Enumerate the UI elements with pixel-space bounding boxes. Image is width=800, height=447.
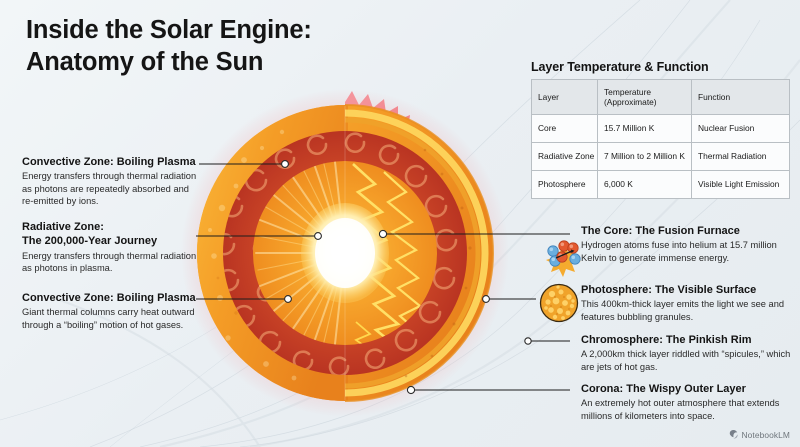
- cell-layer: Radiative Zone: [531, 142, 598, 171]
- page-title-line2: Anatomy of the Sun: [26, 48, 264, 77]
- callout-body: An extremely hot outer atmosphere that e…: [581, 398, 780, 421]
- table-header-temperature-sub: (Approximate): [604, 97, 657, 107]
- table-header-layer: Layer: [531, 79, 598, 115]
- table-header-row: Layer Temperature (Approximate) Function: [531, 79, 790, 115]
- callout-title: Chromosphere: The Pinkish Rim: [581, 334, 752, 346]
- callout-title: Convective Zone: Boiling Plasma: [22, 156, 196, 168]
- table-header-temperature: Temperature (Approximate): [597, 79, 692, 115]
- callout-convective-zone-top: Convective Zone: Boiling Plasma Energy t…: [22, 155, 202, 207]
- cell-temperature: 6,000 K: [597, 170, 692, 199]
- sun-cutaway-diagram: [170, 88, 520, 418]
- callout-body: A 2,000km thick layer riddled with “spic…: [581, 349, 791, 372]
- callout-body: Energy transfers through thermal radiati…: [22, 171, 197, 206]
- page-title-line1: Inside the Solar Engine:: [26, 16, 312, 44]
- cell-function: Thermal Radiation: [691, 142, 790, 171]
- callout-title: Convective Zone: Boiling Plasma: [22, 292, 196, 304]
- granule-sphere-icon: [539, 283, 579, 323]
- table-header-function: Function: [691, 79, 790, 115]
- callout-convective-zone-bottom: Convective Zone: Boiling Plasma Giant th…: [22, 291, 202, 331]
- table-row: Photosphere 6,000 K Visible Light Emissi…: [531, 170, 790, 199]
- callout-core: The Core: The Fusion Furnace Hydrogen at…: [581, 224, 796, 264]
- callout-title: Radiative Zone:: [22, 221, 104, 233]
- callout-body: Energy transfers through thermal radiati…: [22, 250, 197, 273]
- callout-radiative-zone: Radiative Zone: The 200,000-Year Journey…: [22, 220, 202, 274]
- table-heading: Layer Temperature & Function: [531, 60, 709, 74]
- fusion-icon: [546, 240, 581, 277]
- callout-corona: Corona: The Wispy Outer Layer An extreme…: [581, 382, 796, 422]
- watermark-label: NotebookLM: [741, 429, 790, 440]
- callout-title: The Core: The Fusion Furnace: [581, 225, 740, 237]
- callout-chromosphere: Chromosphere: The Pinkish Rim A 2,000km …: [581, 333, 796, 373]
- cell-temperature: 15.7 Million K: [597, 114, 692, 143]
- callout-body: This 400km-thick layer emits the light w…: [581, 299, 785, 322]
- page-title: Inside the Solar Engine: Anatomy of the …: [26, 14, 486, 79]
- table-row: Core 15.7 Million K Nuclear Fusion: [531, 114, 790, 143]
- cell-layer: Photosphere: [531, 170, 598, 199]
- layer-temperature-table: Layer Temperature (Approximate) Function…: [531, 79, 790, 199]
- callout-photosphere: Photosphere: The Visible Surface This 40…: [581, 283, 796, 323]
- callout-title: Photosphere: The Visible Surface: [581, 284, 757, 296]
- table-row: Radiative Zone 7 Million to 2 Million K …: [531, 142, 790, 171]
- layer-temperature-table-block: Layer Temperature & Function Layer Tempe…: [531, 60, 790, 199]
- cell-function: Visible Light Emission: [691, 170, 790, 199]
- marker-chromosphere: [524, 337, 532, 345]
- cell-layer: Core: [531, 114, 598, 143]
- table-header-temperature-main: Temperature: [604, 86, 652, 97]
- callout-body: Hydrogen atoms fuse into helium at 15.7 …: [581, 240, 777, 263]
- callout-title-second-line: The 200,000-Year Journey: [22, 235, 158, 248]
- cell-function: Nuclear Fusion: [691, 114, 790, 143]
- watermark: NotebookLM: [728, 429, 791, 440]
- callout-body: Giant thermal columns carry heat outward…: [22, 307, 195, 330]
- notebooklm-logo-icon: [729, 430, 738, 439]
- callout-title: Corona: The Wispy Outer Layer: [581, 383, 746, 395]
- cell-temperature: 7 Million to 2 Million K: [597, 142, 692, 171]
